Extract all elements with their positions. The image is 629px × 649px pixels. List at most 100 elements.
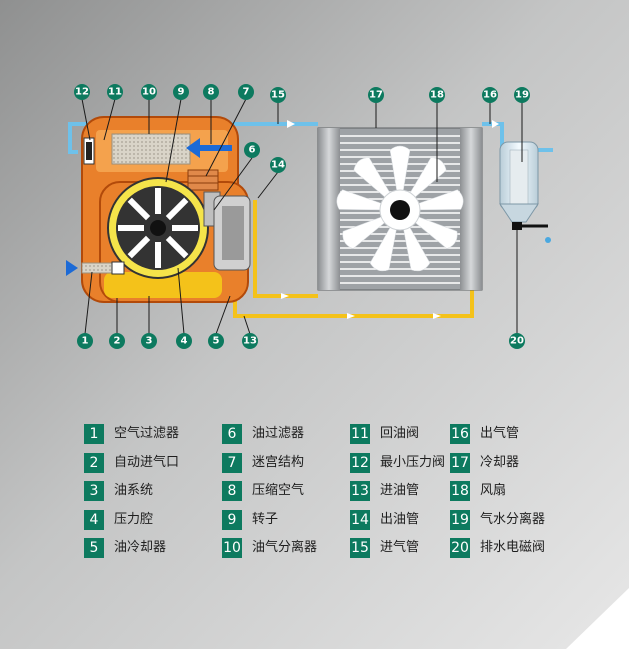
- callout-number: 15: [271, 90, 285, 101]
- legend-label: 出油管: [380, 511, 420, 527]
- legend-item: 4 压力腔: [84, 509, 214, 532]
- legend-item: 15 进气管: [350, 538, 480, 560]
- callout-18: 18: [429, 87, 445, 103]
- legend-number: 18: [450, 481, 470, 501]
- legend-label: 迷宫结构: [252, 454, 305, 470]
- callout-number: 3: [146, 336, 153, 347]
- legend-label: 回油阀: [380, 426, 420, 441]
- drain-valve: [512, 222, 522, 230]
- callout-number: 16: [483, 90, 497, 101]
- callout-13: 13: [242, 333, 258, 349]
- water-separator-bowl: [499, 203, 539, 223]
- legend-label: 最小压力阀: [380, 454, 446, 470]
- legend-label: 转子: [252, 511, 279, 527]
- callout-1: 1: [77, 333, 93, 349]
- flow-arrow: [347, 313, 355, 319]
- callout-number: 14: [271, 160, 285, 171]
- legend-number: 12: [350, 452, 370, 473]
- legend-number: 17: [450, 452, 470, 473]
- flow-arrow: [287, 120, 295, 128]
- legend-number: 7: [222, 452, 242, 473]
- legend-item: 12 最小压力阀: [350, 452, 480, 475]
- legend-item: 14 出油管: [350, 509, 480, 532]
- legend-item: 17 冷却器: [450, 452, 580, 475]
- cooler-side-left: [318, 128, 340, 290]
- callout-12: 12: [74, 84, 90, 100]
- callout-4: 4: [176, 333, 192, 349]
- callout-number: 12: [75, 87, 89, 98]
- legend-label: 进气管: [380, 540, 420, 555]
- legend-number: 15: [350, 538, 370, 558]
- callout-2: 2: [109, 333, 125, 349]
- oil-outlet-pipe: [253, 200, 318, 298]
- legend-number: 9: [222, 509, 242, 530]
- callout-number: 1: [82, 336, 89, 347]
- legend-label: 风扇: [480, 483, 507, 498]
- fan-center: [390, 200, 410, 220]
- callout-19: 19: [514, 87, 530, 103]
- legend-label: 压缩空气: [252, 483, 305, 498]
- legend-item: 6 油过滤器: [222, 424, 352, 446]
- legend-number: 14: [350, 509, 370, 530]
- callout-15: 15: [270, 87, 286, 103]
- legend-number: 4: [84, 509, 104, 530]
- compressed-air-arrowhead: [186, 138, 200, 158]
- legend-label: 进油管: [380, 483, 420, 498]
- rotor-vanes: [118, 188, 198, 268]
- callout-number: 10: [142, 87, 156, 98]
- callout-number: 8: [208, 87, 215, 98]
- legend-item: 11 回油阀: [350, 424, 480, 446]
- callout-9: 9: [173, 84, 189, 100]
- legend-number: 6: [222, 424, 242, 444]
- callout-7: 7: [238, 84, 254, 100]
- rotor-hub: [150, 220, 166, 236]
- legend-item: 18 风扇: [450, 481, 580, 503]
- oil-cooler-core: [222, 206, 244, 260]
- legend-number: 11: [350, 424, 370, 444]
- water-separator-element: [509, 149, 529, 205]
- callout-number: 19: [515, 90, 529, 101]
- legend-number: 19: [450, 509, 470, 530]
- legend-number: 16: [450, 424, 470, 444]
- legend-number: 13: [350, 481, 370, 501]
- air-filter: [81, 262, 113, 274]
- legend-label: 冷却器: [480, 454, 520, 470]
- legend-label: 排水电磁阀: [480, 540, 546, 555]
- flow-arrow: [492, 120, 499, 128]
- legend-label: 气水分离器: [480, 511, 546, 527]
- callout-number: 20: [510, 336, 524, 347]
- legend-number: 2: [84, 452, 104, 473]
- legend-label: 油过滤器: [252, 426, 305, 441]
- auto-intake-valve: [111, 261, 125, 275]
- callout-number: 17: [369, 90, 383, 101]
- callout-17: 17: [368, 87, 384, 103]
- compressor-diagram: 1 2 3 4 5 6 7 8 9 10 11 12 13 14 15 16 1…: [66, 84, 553, 349]
- callout-leaders: [81, 98, 523, 335]
- cooler-side-right: [460, 128, 482, 290]
- callout-number: 18: [430, 90, 444, 101]
- callout-number: 13: [243, 336, 257, 347]
- flow-arrow: [281, 293, 289, 299]
- legend-number: 20: [450, 538, 470, 558]
- callout-5: 5: [208, 333, 224, 349]
- labyrinth-structure: [187, 169, 219, 191]
- min-pressure-valve-cap: [86, 142, 92, 160]
- legend-number: 3: [84, 481, 104, 501]
- callout-markers: 1 2 3 4 5 6 7 8 9 10 11 12 13 14 15 16 1…: [74, 84, 530, 349]
- legend-item: 19 气水分离器: [450, 509, 580, 532]
- legend-item: 13 进油管: [350, 481, 480, 503]
- legend-label: 压力腔: [114, 511, 154, 527]
- callout-number: 9: [178, 87, 185, 98]
- legend-item: 7 迷宫结构: [222, 452, 352, 475]
- callout-number: 5: [213, 336, 220, 347]
